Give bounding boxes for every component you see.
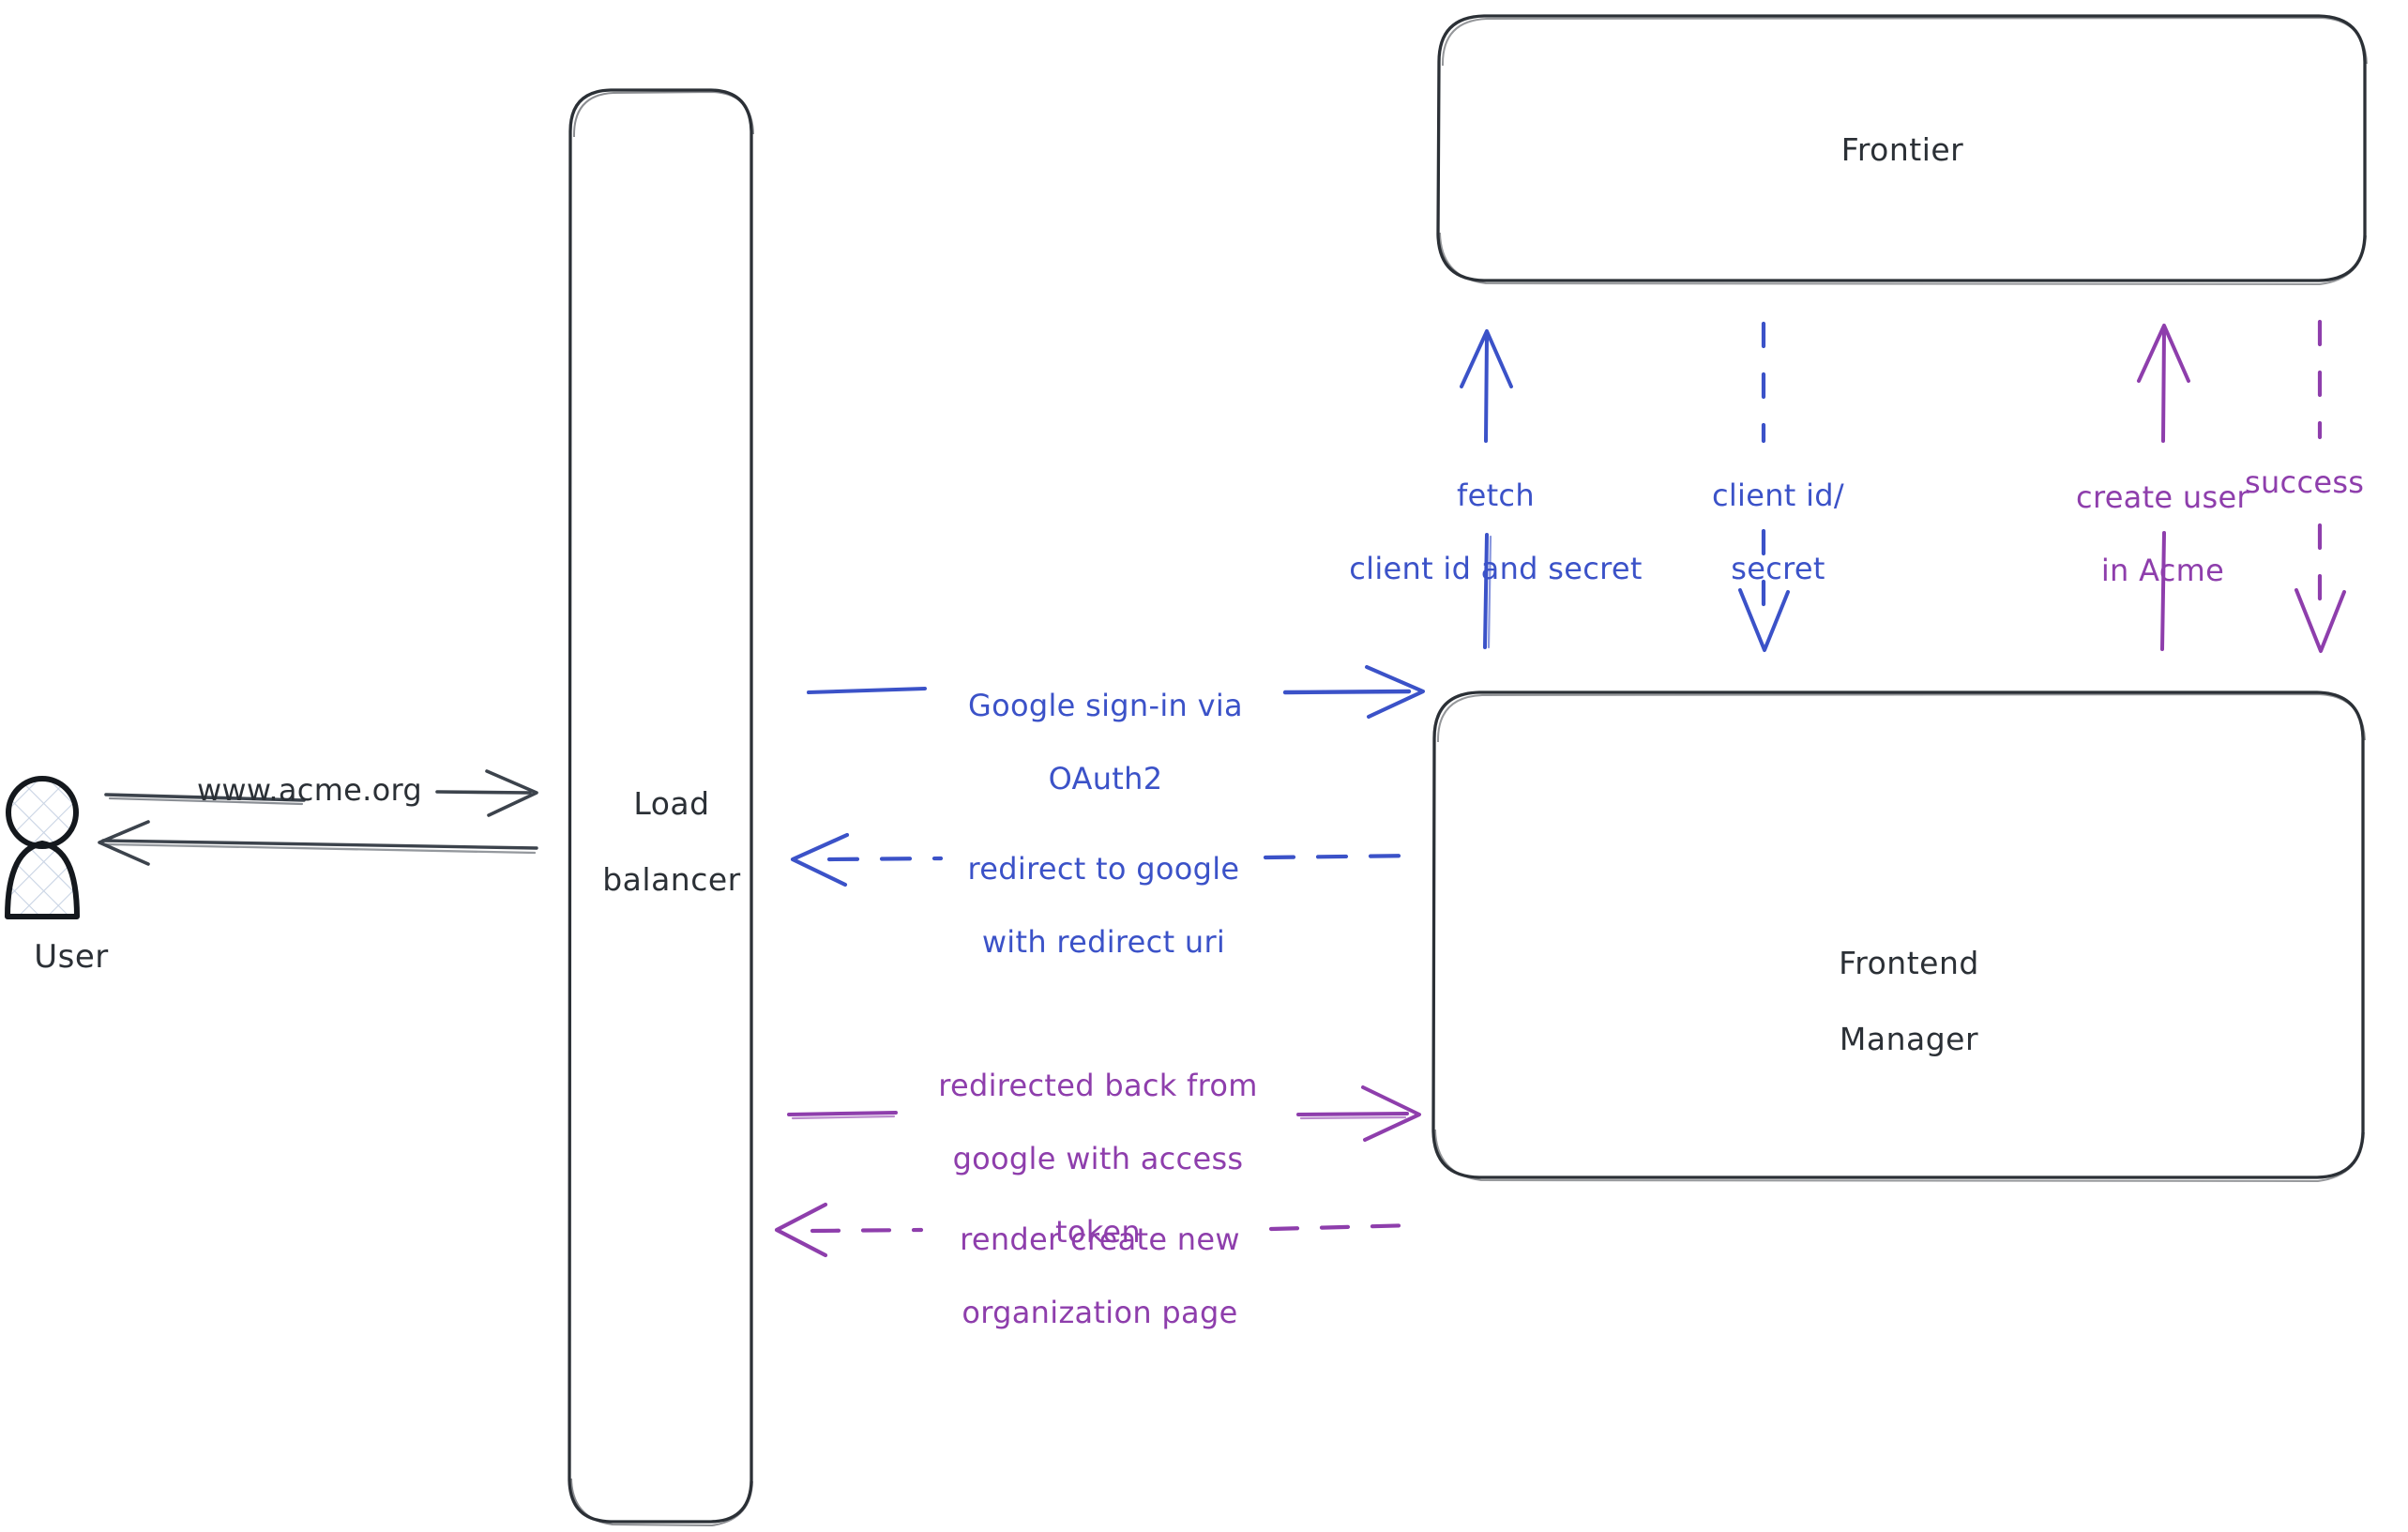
node-load-balancer[interactable] xyxy=(568,88,754,1527)
edge-frontier-to-fm-secret xyxy=(1738,321,1790,652)
edge-fm-to-lb-redirect xyxy=(790,832,1423,887)
node-user[interactable] xyxy=(5,776,80,919)
node-frontier[interactable] xyxy=(1436,14,2368,286)
edge-frontier-to-fm-success xyxy=(2294,319,2346,653)
edge-lb-to-fm-signin xyxy=(807,665,1425,719)
edge-lb-to-fm-token xyxy=(787,1085,1421,1142)
edge-fm-to-frontier-fetch xyxy=(1460,329,1513,649)
edge-lb-to-user xyxy=(98,820,538,866)
edge-fm-to-lb-render xyxy=(774,1202,1417,1258)
edge-fm-to-frontier-create xyxy=(2137,324,2190,651)
user-body-icon xyxy=(5,841,80,919)
user-head-icon xyxy=(6,776,79,849)
edge-user-to-lb xyxy=(104,769,538,817)
node-frontend-manager[interactable] xyxy=(1431,690,2366,1183)
